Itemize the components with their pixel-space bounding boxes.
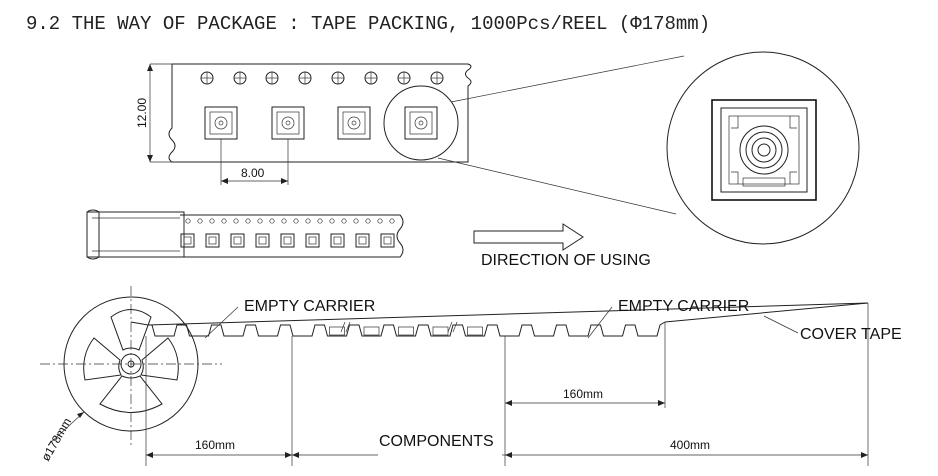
- reel-diameter-label: ø178mm: [38, 415, 74, 463]
- side-hole: [341, 218, 347, 224]
- length-dimensions: [145, 303, 869, 466]
- side-hole: [257, 218, 263, 224]
- empty-carrier-left-label: EMPTY CARRIER: [244, 298, 375, 315]
- length-right-lower-label: 400mm: [670, 438, 710, 452]
- magnify-source-circle: [383, 85, 459, 161]
- leader-empty-left: [204, 306, 239, 339]
- side-hole: [281, 218, 287, 224]
- side-hole: [317, 218, 323, 224]
- component-pockets: [204, 106, 438, 140]
- tape-top-view: 12.00 8.00: [135, 63, 472, 185]
- side-hole: [269, 218, 275, 224]
- side-pocket: [305, 233, 320, 248]
- side-hole: [305, 218, 311, 224]
- leader-empty-right: [587, 306, 613, 339]
- side-pocket: [330, 233, 345, 248]
- side-hole: [377, 218, 383, 224]
- tape-height-label: 12.00: [135, 98, 149, 128]
- pitch-label: 8.00: [241, 166, 265, 180]
- components-label: COMPONENTS: [379, 433, 494, 450]
- side-hole: [233, 218, 239, 224]
- components-in-tape: [329, 326, 483, 336]
- side-hole: [329, 218, 335, 224]
- cover-tape-label: COVER TAPE: [800, 326, 902, 343]
- direction-label: DIRECTION OF USING: [481, 252, 651, 269]
- length-left-label: 160mm: [195, 438, 235, 452]
- side-pocket: [205, 233, 220, 248]
- side-pocket: [280, 233, 295, 248]
- tape-component: [329, 326, 345, 336]
- sprocket-holes: [200, 71, 444, 85]
- reel: [40, 286, 222, 446]
- side-hole: [209, 218, 215, 224]
- side-hole: [293, 218, 299, 224]
- side-pockets: [180, 233, 395, 248]
- tape-side-view: [86, 209, 404, 260]
- tape-component: [432, 326, 449, 336]
- side-hole: [185, 218, 191, 224]
- side-hole: [245, 218, 251, 224]
- side-pocket: [255, 233, 270, 248]
- section-title: 9.2 THE WAY OF PACKAGE : TAPE PACKING, 1…: [26, 13, 710, 35]
- direction-arrow: [473, 223, 584, 251]
- side-hole: [221, 218, 227, 224]
- side-pocket: [355, 233, 370, 248]
- side-pocket: [230, 233, 245, 248]
- side-hole: [197, 218, 203, 224]
- tape-component: [467, 326, 483, 336]
- side-hole: [353, 218, 359, 224]
- leader-cover-tape: [763, 315, 799, 334]
- carrier-tape: [130, 302, 869, 337]
- side-sprocket-holes: [185, 218, 395, 224]
- tape-component: [398, 326, 414, 336]
- side-hole: [389, 218, 395, 224]
- side-pocket: [380, 233, 395, 248]
- side-pocket: [180, 233, 195, 248]
- side-hole: [365, 218, 371, 224]
- length-right-upper-label: 160mm: [563, 387, 603, 401]
- tape-component: [363, 326, 380, 336]
- empty-carrier-right-label: EMPTY CARRIER: [618, 298, 749, 315]
- zoom-detail: [437, 51, 860, 245]
